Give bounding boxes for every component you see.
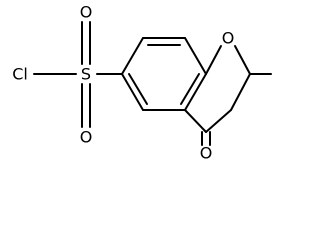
bond-ar-inner-c8a-c4a (180, 73, 200, 105)
bond-ar-c6-c7 (121, 37, 144, 75)
sulfur-atom-label: S (81, 65, 91, 84)
ring-oxygen-label: O (222, 29, 235, 48)
carbonyl-oxygen-label: O (200, 144, 213, 162)
bond-c2-c3 (230, 73, 251, 111)
bond-ar-c5-c6 (121, 73, 144, 111)
sulfonyl-oxygen-top-label: O (80, 3, 93, 22)
bond-c8a-o1 (205, 45, 222, 75)
sulfonyl-oxygen-bottom-label: O (80, 128, 93, 147)
bond-o1-c2 (234, 45, 251, 75)
chemical-structure: Cl S O O O O (12, 3, 272, 162)
bond-ar-inner-c5-c6 (128, 73, 148, 105)
chlorine-atom-label: Cl (12, 65, 28, 84)
bond-c4-c4a (184, 109, 207, 133)
bond-c3-c4 (205, 109, 232, 133)
bond-ar-c8a-c4a (184, 73, 207, 111)
bond-ar-c8-c8a (184, 37, 207, 75)
